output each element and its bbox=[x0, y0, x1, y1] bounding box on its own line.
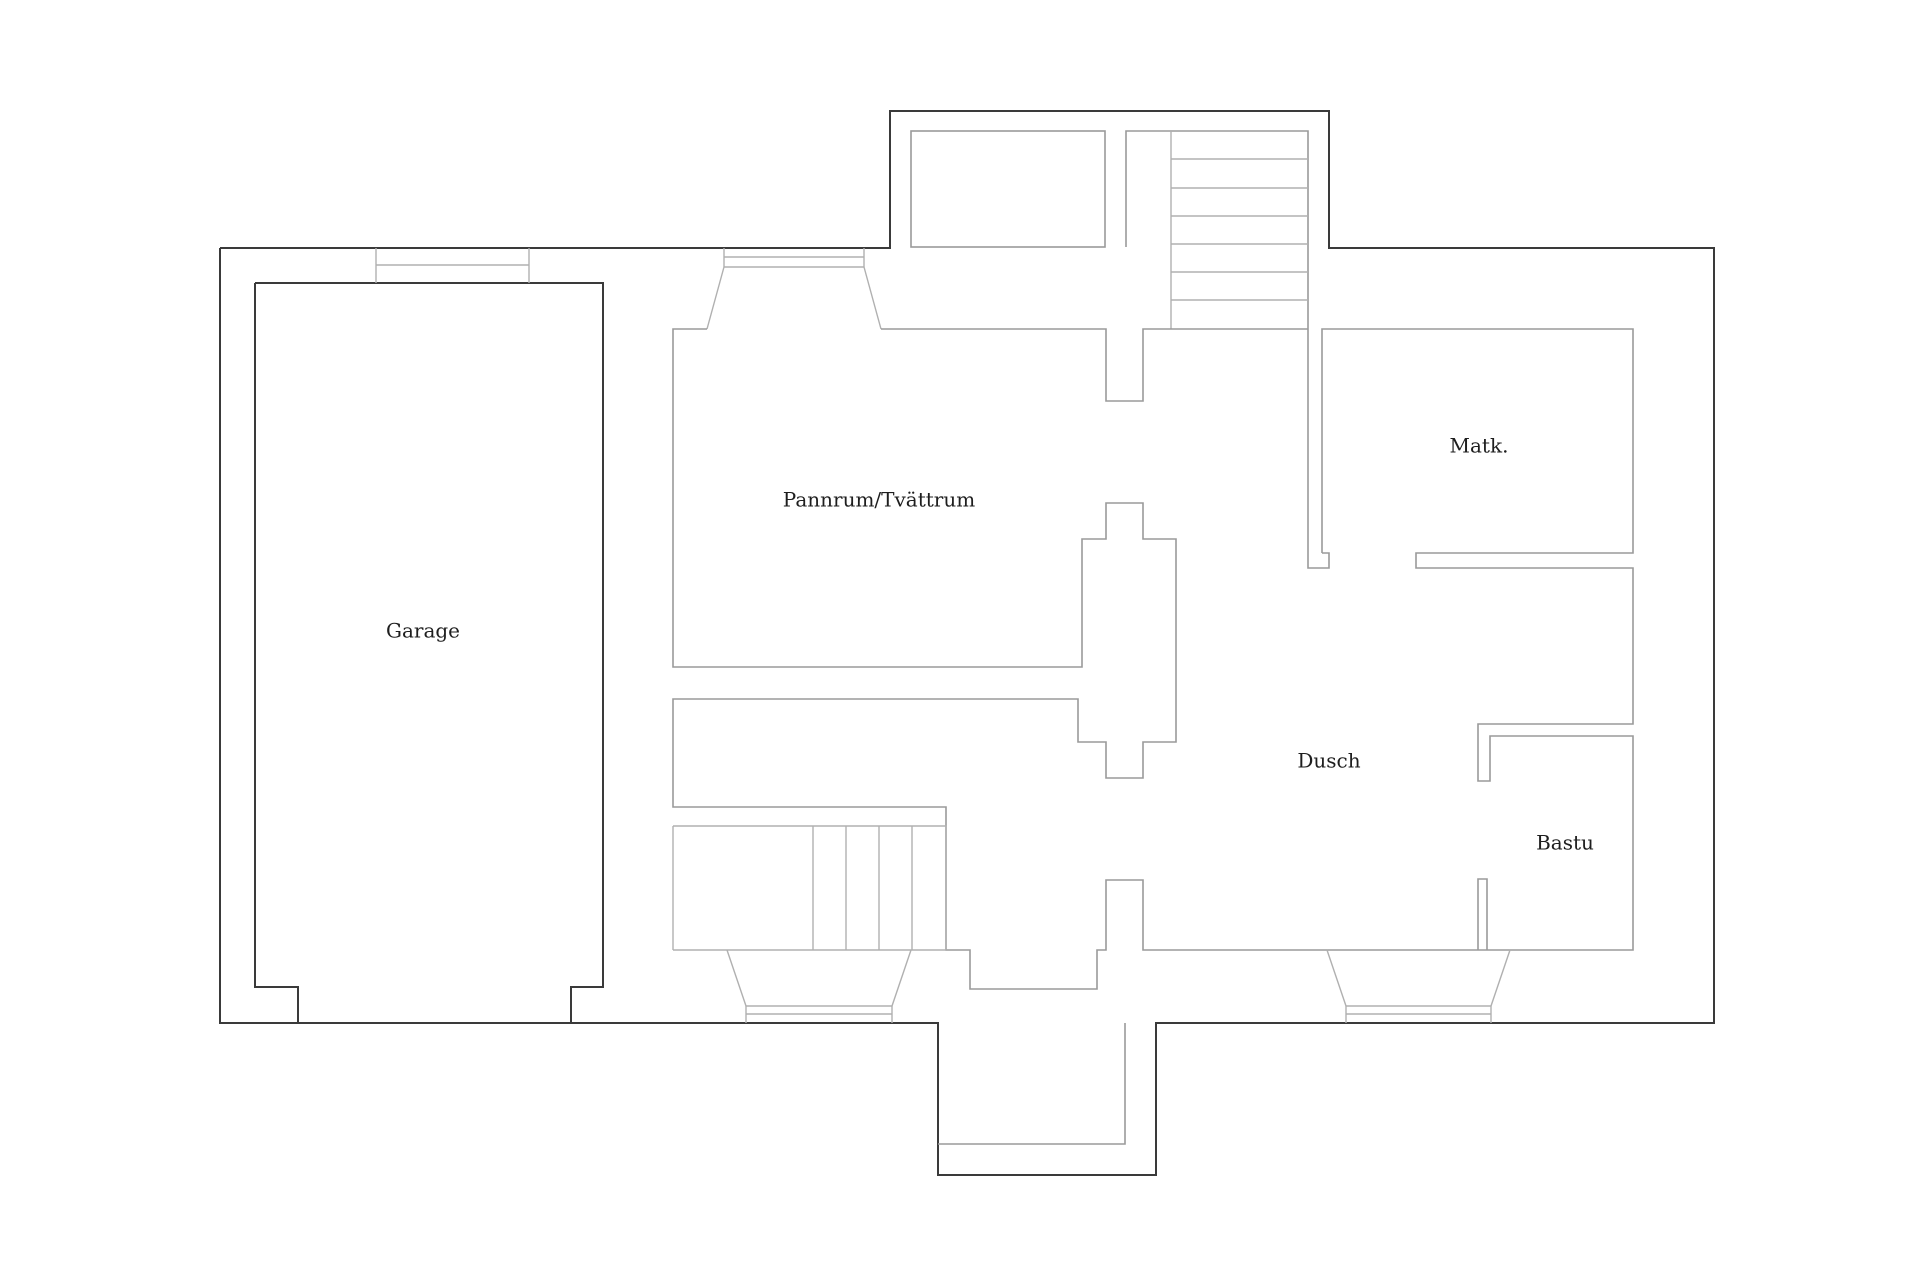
room-label-garage: Garage bbox=[386, 619, 460, 643]
room-label-dusch: Dusch bbox=[1297, 749, 1360, 773]
bottom-window-right bbox=[1326, 949, 1511, 1023]
room-label-bastu: Bastu bbox=[1536, 831, 1594, 855]
pannrum-wall-main bbox=[672, 328, 1634, 990]
room-label-matk: Matk. bbox=[1450, 434, 1509, 458]
garage-wall bbox=[255, 282, 604, 1023]
garage-window bbox=[375, 248, 530, 283]
exterior-wall bbox=[219, 110, 1715, 1176]
bastu-door bbox=[1477, 878, 1488, 950]
pannrum-window bbox=[706, 248, 882, 330]
pannrum-wall bbox=[881, 328, 1308, 402]
stairs-bottom bbox=[672, 825, 947, 951]
bottom-window-left bbox=[726, 949, 912, 1023]
entrance-box bbox=[938, 1023, 1126, 1145]
room-label-pannrum: Pannrum/Tvättrum bbox=[783, 488, 975, 512]
storage-box-top bbox=[910, 130, 1106, 248]
garage-wall-left bbox=[254, 283, 299, 1023]
stairs-top bbox=[1170, 131, 1308, 329]
stair-enclosure-top bbox=[1125, 130, 1330, 569]
